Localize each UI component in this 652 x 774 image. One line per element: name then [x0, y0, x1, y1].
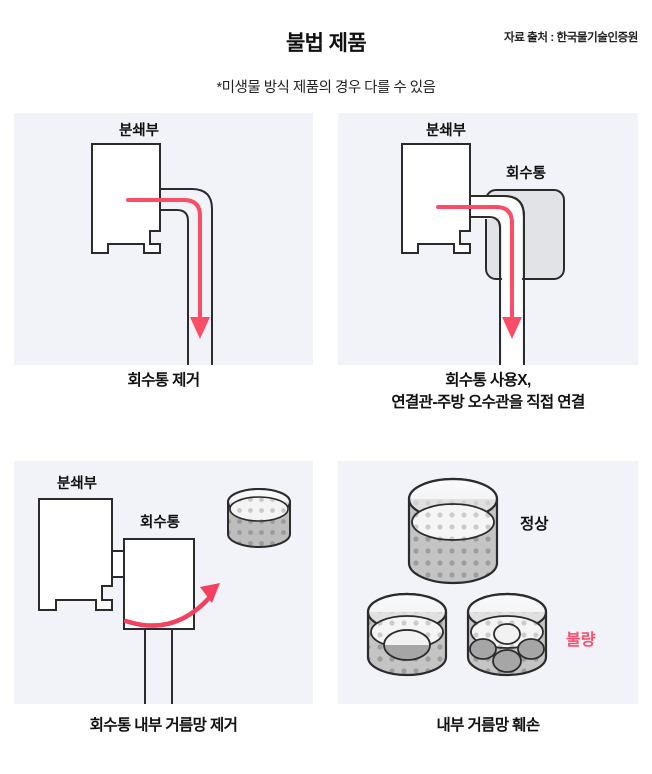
basket-defect-large-hole: [366, 592, 448, 677]
caption-line: 연결관-주방 오수관을 직접 연결: [391, 394, 585, 411]
mesh-hole-left: [469, 638, 497, 660]
panel-tank-bypassed: 분쇄부 회수통: [338, 113, 638, 365]
panel-filter-removed: 분쇄부 회수통: [14, 461, 313, 704]
panel-3-caption: 회수통 내부 거름망 제거: [14, 715, 313, 737]
grinder-label: 분쇄부: [426, 122, 466, 139]
caption-line: 회수통 사용X,: [445, 372, 531, 389]
pipe-outer-wall-top: [456, 195, 525, 365]
removal-arrow-line: [123, 594, 213, 628]
page-subtitle: *미생물 방식 제품의 경우 다를 수 있음: [216, 80, 436, 96]
flow-arrowhead: [502, 317, 522, 339]
grinder-label: 분쇄부: [57, 475, 97, 492]
filter-basket-removed: [227, 488, 291, 548]
flow-line: [126, 198, 202, 320]
caption-line: 회수통 제거: [127, 372, 200, 389]
page-title: 불법 제품: [285, 32, 367, 55]
panel-filter-damaged: 정상 불량: [338, 461, 638, 704]
mesh-hole-highlight: [383, 629, 431, 646]
panel-4-caption: 내부 거름망 훼손: [338, 715, 638, 737]
panel-2-caption: 회수통 사용X, 연결관-주방 오수관을 직접 연결: [338, 370, 638, 414]
mesh-hole-top: [493, 623, 521, 645]
source-attribution: 자료 출처 : 한국물기술인증원: [504, 32, 638, 44]
panel-tank-removed: 분쇄부: [14, 113, 313, 365]
pipe-inner-wall: [148, 209, 189, 365]
pipe-outer-wall: [148, 188, 213, 365]
caption-line: 회수통 내부 거름망 제거: [89, 717, 238, 734]
removal-arrow-head: [200, 583, 220, 603]
flow-arrowhead: [190, 317, 210, 339]
tank-label: 회수통: [140, 514, 180, 531]
tank-label: 회수통: [506, 165, 546, 182]
mesh-hole-bottom: [492, 649, 522, 673]
pipe-inner-wall-top: [456, 216, 501, 365]
basket-inner-mesh: [229, 496, 289, 522]
panel-1-caption: 회수통 제거: [14, 370, 313, 392]
basket-defect-multi-hole: [466, 592, 548, 677]
caption-line: 내부 거름망 훼손: [436, 717, 540, 734]
label-normal: 정상: [520, 515, 549, 533]
grinder-body: [401, 143, 471, 254]
basket-inner-mesh: [411, 503, 495, 541]
mesh-hole-right: [517, 638, 545, 660]
flow-line: [436, 205, 514, 320]
grinder-label: 분쇄부: [119, 122, 159, 139]
grinder-body: [38, 498, 113, 611]
label-defect: 불량: [566, 630, 596, 649]
basket-normal: [407, 477, 499, 585]
grinder-body: [91, 143, 161, 254]
collection-tank-body: [123, 538, 195, 630]
